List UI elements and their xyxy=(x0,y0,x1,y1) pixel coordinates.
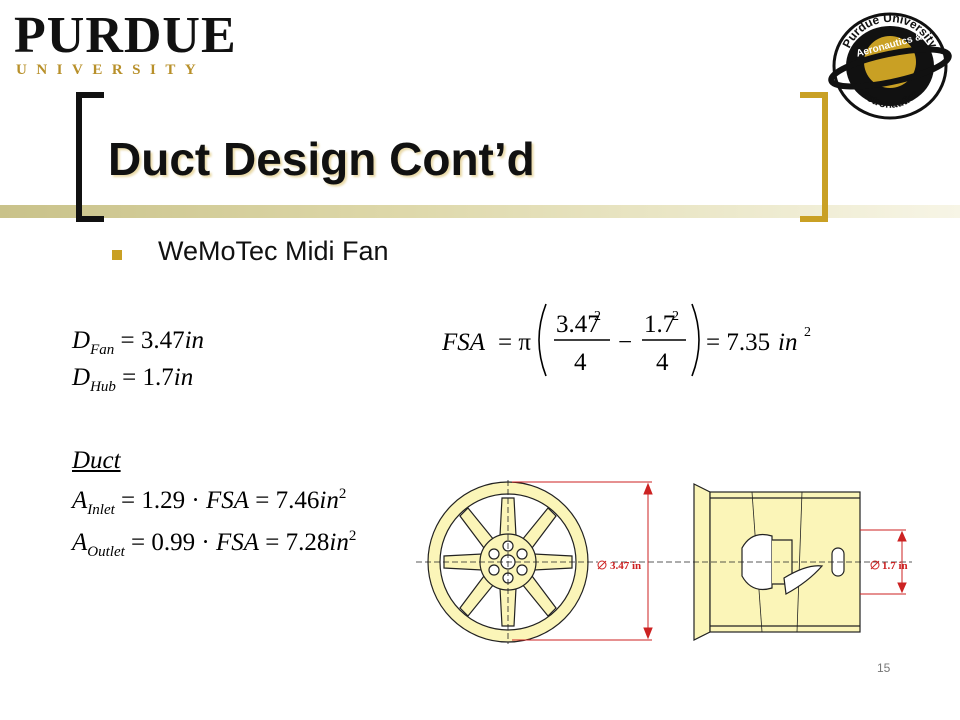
svg-text:2: 2 xyxy=(672,309,679,324)
bullet-marker xyxy=(112,250,122,260)
page-number: 15 xyxy=(877,661,891,675)
equation-a-inlet: AInlet = 1.29 · FSA = 7.46in2 xyxy=(72,486,347,518)
equation-fsa: FSA = π 3.47 2 4 − 1.7 2 4 = 7.35 in 2 xyxy=(442,303,811,377)
svg-text:−: − xyxy=(618,329,632,356)
svg-text:in: in xyxy=(778,329,797,356)
svg-text:FSA: FSA xyxy=(442,329,486,356)
svg-text:2: 2 xyxy=(804,325,811,340)
wemotec-fan-diagram: 3.47 in 1.7 in xyxy=(416,480,912,644)
purdue-logo-subtitle: UNIVERSITY xyxy=(16,62,206,78)
equation-duct-heading: Duct xyxy=(72,447,121,474)
svg-text:3.47: 3.47 xyxy=(556,311,600,338)
svg-text:2: 2 xyxy=(594,309,601,324)
bullet-text: WeMoTec Midi Fan xyxy=(158,236,389,266)
equation-d-fan: DFan = 3.47in xyxy=(72,327,205,358)
slide-title: Duct Design Cont’d xyxy=(108,133,535,185)
svg-text:4: 4 xyxy=(656,349,669,376)
svg-text:1.7: 1.7 xyxy=(644,311,675,338)
title-bracket-left xyxy=(76,92,104,222)
purdue-logo-wordmark: PURDUE xyxy=(14,7,237,64)
equation-a-outlet: AOutlet = 0.99 · FSA = 7.28in2 xyxy=(72,528,357,560)
dimension-hub-diameter: 1.7 in xyxy=(882,560,908,572)
title-underline-bar xyxy=(0,205,960,218)
aero-astro-seal-icon: Purdue University Aeronautics & Astronau… xyxy=(828,11,952,120)
fan-motor-mount xyxy=(783,565,824,595)
dimension-fan-diameter: 3.47 in xyxy=(610,560,641,572)
title-bracket-right xyxy=(800,92,828,222)
svg-text:= π: = π xyxy=(498,329,531,356)
svg-text:4: 4 xyxy=(574,349,587,376)
svg-text:= 7.35: = 7.35 xyxy=(706,329,770,356)
equation-d-hub: DHub = 1.7in xyxy=(72,364,194,395)
